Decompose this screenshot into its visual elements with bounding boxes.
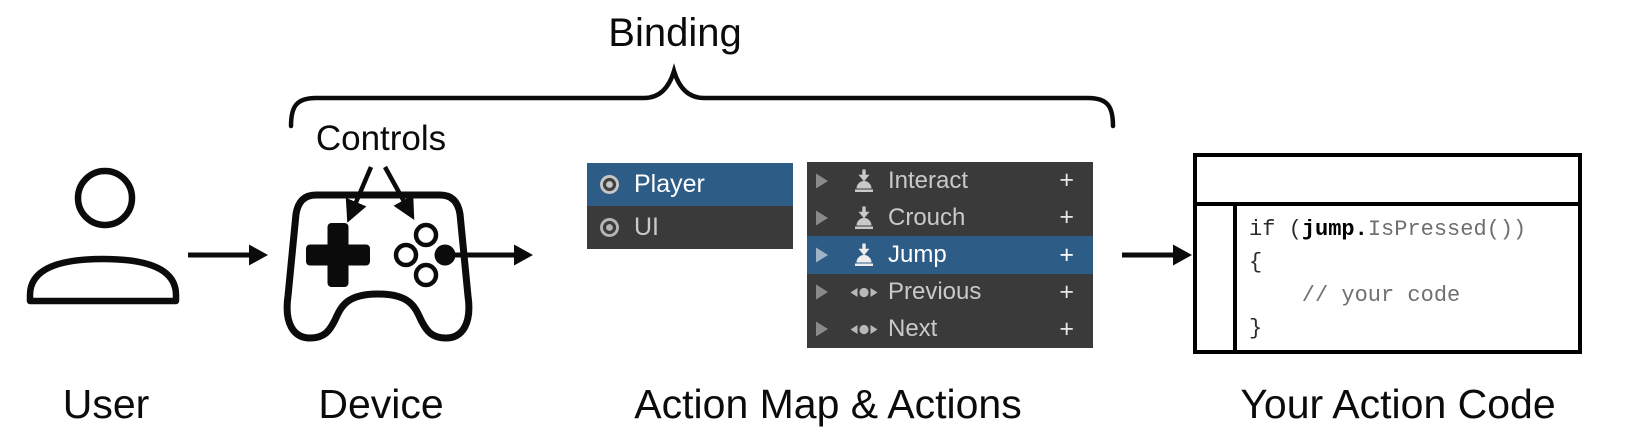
foldout-triangle-icon[interactable] (816, 173, 829, 189)
action-row-jump[interactable]: Jump + (807, 236, 1093, 274)
actions-panel: Interact + Crouch + Jump + (807, 162, 1093, 348)
action-map-row-player[interactable]: Player (587, 163, 793, 206)
add-binding-button[interactable]: + (1059, 240, 1074, 269)
controls-arrow-right (383, 165, 415, 220)
button-action-icon (855, 169, 873, 192)
code-ispressed-call: IsPressed()) (1367, 217, 1527, 242)
arrow-actions-to-code (1122, 244, 1192, 266)
foldout-triangle-icon[interactable] (816, 247, 829, 263)
controls-label: Controls (315, 119, 447, 158)
action-row-previous[interactable]: Previous + (807, 274, 1093, 311)
gamepad-icon (283, 191, 473, 342)
foldout-triangle-icon[interactable] (816, 321, 829, 337)
action-label: Previous (888, 278, 982, 306)
code-line-open-brace: { (1249, 250, 1263, 275)
button-action-icon (855, 206, 873, 229)
action-label: Interact (888, 166, 969, 194)
code-line-close-brace: } (1249, 316, 1263, 341)
code-if-prefix: if ( (1249, 217, 1302, 242)
action-map-icon (600, 175, 619, 194)
code-line-comment: // your code (1301, 283, 1461, 308)
arrow-user-to-device (188, 244, 268, 266)
dpad-icon (306, 223, 370, 287)
action-row-next[interactable]: Next + (807, 311, 1093, 348)
code-gutter (1233, 206, 1237, 350)
code-window: if (jump.IsPressed()) { // your code } (1193, 153, 1582, 354)
user-label: User (62, 381, 150, 427)
axis-action-icon (850, 324, 878, 335)
action-map-label: UI (634, 213, 659, 241)
axis-action-icon (850, 287, 878, 297)
device-label: Device (318, 381, 444, 427)
add-binding-button[interactable]: + (1059, 277, 1074, 306)
your-action-code-label: Your Action Code (1240, 381, 1556, 427)
action-label: Next (888, 315, 938, 343)
code-line-if: if (jump.IsPressed()) (1249, 213, 1526, 246)
action-map-actions-label: Action Map & Actions (634, 381, 1022, 427)
code-jump-keyword: jump. (1301, 217, 1368, 242)
add-binding-button[interactable]: + (1059, 203, 1074, 232)
action-map-label: Player (634, 170, 705, 198)
foldout-triangle-icon[interactable] (816, 284, 829, 300)
add-binding-button[interactable]: + (1059, 314, 1074, 343)
user-icon (26, 167, 180, 305)
action-label: Jump (888, 241, 947, 268)
gamepad-body (283, 191, 473, 342)
button-action-icon (855, 243, 873, 266)
action-label: Crouch (888, 203, 966, 231)
action-row-crouch[interactable]: Crouch + (807, 199, 1093, 236)
action-map-panel: Player UI (587, 163, 793, 249)
face-buttons-icon (393, 222, 456, 288)
binding-brace (288, 63, 1116, 129)
pressed-button-icon (434, 244, 456, 266)
controls-arrow-left (345, 166, 374, 223)
action-row-interact[interactable]: Interact + (807, 162, 1093, 199)
add-binding-button[interactable]: + (1059, 166, 1074, 195)
code-window-titlebar (1197, 157, 1578, 206)
arrow-device-to-action-map (452, 244, 533, 266)
code-snippet: if (jump.IsPressed()) { // your code } (1249, 213, 1526, 345)
action-map-icon (600, 218, 619, 237)
foldout-triangle-icon[interactable] (816, 210, 829, 226)
action-map-row-ui[interactable]: UI (587, 206, 793, 249)
binding-label: Binding (608, 11, 742, 55)
